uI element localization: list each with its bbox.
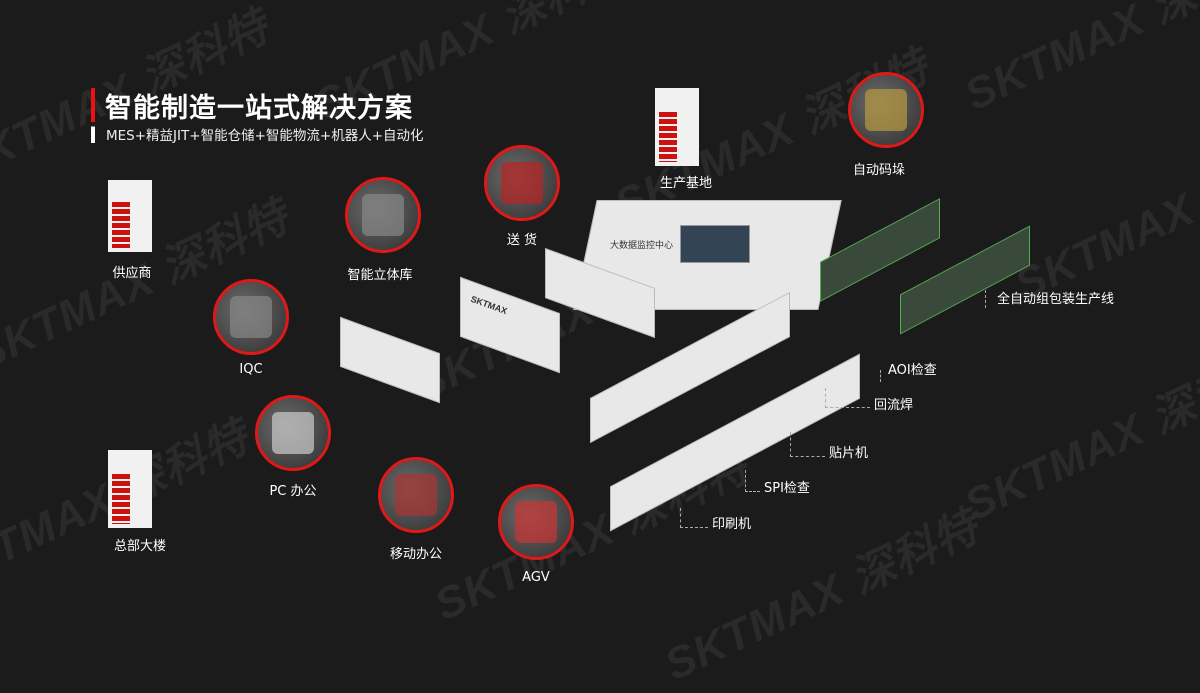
- label-headquarters: 总部大楼: [113, 539, 167, 554]
- callout-line: [680, 508, 708, 528]
- callout-line: [880, 370, 881, 382]
- label-printer: 印刷机: [712, 517, 752, 532]
- page-title: 智能制造一站式解决方案: [105, 93, 413, 124]
- callout-line: [790, 432, 825, 457]
- delivery-truck-photo: [484, 145, 560, 221]
- title-accent-bar: [91, 88, 95, 143]
- callout-line: [825, 388, 870, 408]
- label-aoi: AOI检查: [888, 363, 937, 378]
- label-packaging-line: 全自动组包装生产线: [997, 292, 1115, 307]
- page-subtitle: MES+精益JIT+智能仓储+智能物流+机器人+自动化: [106, 128, 424, 144]
- label-reflow: 回流焊: [874, 398, 914, 413]
- monitor-center-label: 大数据监控中心: [610, 241, 674, 251]
- callout-line: [745, 470, 760, 492]
- agv-photo: [498, 484, 574, 560]
- label-pc-office: PC 办公: [269, 484, 317, 499]
- mobile-office-photo: [378, 457, 454, 533]
- pc-office-photo: [255, 395, 331, 471]
- label-iqc: IQC: [239, 362, 263, 377]
- label-mobile-office: 移动办公: [389, 547, 443, 562]
- palletizing-robot-photo: [848, 72, 924, 148]
- monitor-screen: [680, 225, 750, 263]
- label-mounter: 贴片机: [829, 446, 869, 461]
- iqc-photo: [213, 279, 289, 355]
- callout-line: [985, 290, 986, 308]
- label-palletizing: 自动码垛: [852, 163, 906, 178]
- warehouse-photo: [345, 177, 421, 253]
- supplier-building-icon: [108, 180, 152, 252]
- label-warehouse: 智能立体库: [347, 268, 413, 283]
- label-delivery: 送 货: [506, 233, 538, 248]
- watermark: SKTMAX 深科特: [1007, 122, 1200, 311]
- label-supplier: 供应商: [112, 266, 152, 281]
- label-production-base: 生产基地: [659, 176, 713, 191]
- watermark: SKTMAX 深科特: [957, 0, 1200, 121]
- headquarters-building-icon: [108, 450, 152, 528]
- watermark: SKTMAX 深科特: [957, 342, 1200, 531]
- production-base-building-icon: [655, 88, 699, 166]
- office-desk: [340, 316, 440, 404]
- label-spi: SPI检查: [764, 481, 810, 496]
- label-agv: AGV: [522, 570, 550, 585]
